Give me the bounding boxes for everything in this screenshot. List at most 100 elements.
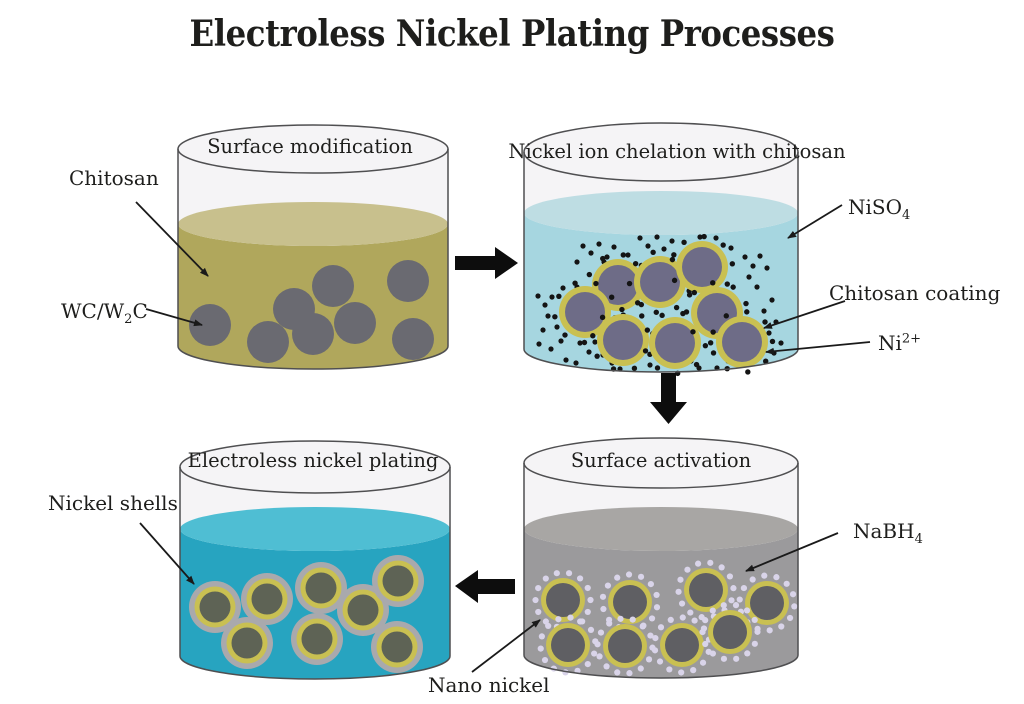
nano-nickel-dot: [678, 669, 685, 676]
nano-nickel-dot: [587, 596, 594, 604]
nano-nickel-dot: [743, 607, 751, 614]
beaker-surface-activation: [523, 437, 799, 679]
ni-ion-dot: [701, 233, 707, 240]
nano-nickel-dot: [640, 622, 647, 629]
ni-ion-dot: [611, 244, 617, 250]
ni-ion-dot: [710, 280, 716, 286]
nano-nickel-dot: [652, 635, 659, 642]
ni-ion-dot: [669, 238, 675, 244]
nano-nickel-dot: [791, 603, 798, 610]
nano-nickel-dot: [677, 576, 684, 583]
beaker-outline: [523, 152, 799, 373]
nano-nickel-dot: [720, 655, 728, 662]
coated-particle: [682, 247, 722, 287]
nano-nickel-dot: [657, 624, 665, 631]
ni-ion-dot: [720, 242, 726, 248]
nano-nickel-dot: [579, 618, 586, 625]
ni-ion-dot: [707, 340, 714, 346]
pointer-chitosan: [135, 201, 209, 277]
beaker-outline: [179, 467, 451, 680]
ni-ion-dot: [669, 256, 676, 263]
ni-ion-dot: [608, 294, 615, 300]
nano-nickel-dot: [728, 597, 735, 604]
nano-nickel-dot: [535, 585, 542, 592]
pointer-nickel-shells: [139, 522, 195, 585]
nano-nickel-dot: [789, 591, 797, 598]
ni-ion-dot: [552, 314, 558, 320]
nano-nickel-dot: [648, 615, 656, 622]
nano-nickel-dot: [667, 616, 674, 623]
nano-nickel-dot: [733, 655, 740, 662]
nano-nickel-dot: [576, 575, 584, 582]
ni-ion-dot: [769, 338, 776, 345]
ni-ion-dot: [634, 300, 641, 306]
nano-nickel-dot: [751, 616, 758, 624]
nano-nickel-dot: [709, 607, 716, 614]
nano-nickel-dot: [617, 615, 624, 622]
nano-nickel-dot: [707, 559, 714, 566]
activated-particle: [713, 615, 747, 649]
ni-ion-dot: [750, 263, 756, 269]
nano-nickel-dot: [647, 581, 654, 588]
ni-ion-dot: [642, 348, 649, 354]
ni-ion-dot: [724, 281, 730, 287]
plated-particle: [251, 583, 283, 615]
liquid-surface: [180, 507, 450, 551]
label-nickel-shells: Nickel shells: [48, 491, 178, 515]
ni-ion-dot: [742, 254, 748, 260]
ni-ion-dot: [690, 329, 696, 335]
activated-particle: [689, 573, 723, 607]
plated-particle: [305, 572, 337, 604]
ni-ion-dot: [746, 274, 752, 280]
ni-ion-dot: [592, 339, 598, 345]
wc-particle: [392, 318, 434, 360]
ni-ion-dot: [590, 333, 596, 339]
nano-nickel-dot: [786, 614, 794, 622]
ni-ion-dot: [625, 252, 631, 258]
ni-ion-dot: [581, 339, 588, 346]
nano-nickel-dot: [606, 620, 613, 627]
ni-ion-dot: [681, 239, 687, 246]
nano-nickel-dot: [637, 665, 644, 672]
ni-ion-dot: [586, 349, 592, 355]
nano-nickel-dot: [604, 582, 612, 589]
nano-nickel-dot: [773, 574, 780, 581]
nano-nickel-dot: [584, 608, 591, 616]
ni-ion-dot: [560, 285, 566, 291]
nano-nickel-dot: [778, 623, 785, 630]
nano-nickel-dot: [567, 614, 574, 621]
activated-particle: [551, 628, 585, 662]
pointer-wc-w2c: [145, 308, 203, 327]
beaker-title-nickel-ion-chelation: Nickel ion chelation with chitosan: [508, 140, 846, 163]
ni-ion-dot: [549, 294, 555, 300]
ni-ion-dot: [548, 346, 554, 352]
ni-ion-dot: [554, 324, 560, 330]
nano-nickel-dot: [732, 602, 740, 609]
ni-ion-dot: [647, 362, 653, 368]
liquid-surface: [178, 202, 448, 246]
ni-ion-dot: [577, 340, 583, 346]
ni-ion-dot: [619, 306, 625, 313]
nano-nickel-dot: [702, 617, 709, 624]
nano-nickel-dot: [730, 585, 737, 592]
plated-particle: [347, 594, 379, 626]
ni-ion-dot: [691, 289, 698, 296]
ni-ion-dot: [744, 309, 750, 315]
ni-ion-dot: [632, 260, 639, 267]
label-niso4: NiSO4: [848, 195, 911, 223]
ni-ion-dot: [545, 313, 551, 319]
ni-ion-dot: [745, 369, 751, 375]
nano-nickel-dot: [679, 614, 686, 621]
ni-ion-dot: [535, 293, 541, 299]
coated-particle: [640, 262, 680, 302]
label-nano-nickel: Nano nickel: [428, 673, 550, 697]
nano-nickel-dot: [545, 622, 552, 630]
nano-nickel-dot: [645, 656, 653, 663]
pointer-nabh4: [745, 532, 839, 572]
nano-nickel-dot: [726, 573, 734, 580]
nano-nickel-dot: [600, 605, 607, 613]
ni-ion-dot: [710, 329, 716, 335]
ni-ion-dot: [710, 350, 717, 356]
plated-particle: [301, 623, 333, 655]
liquid-surface: [524, 507, 798, 551]
